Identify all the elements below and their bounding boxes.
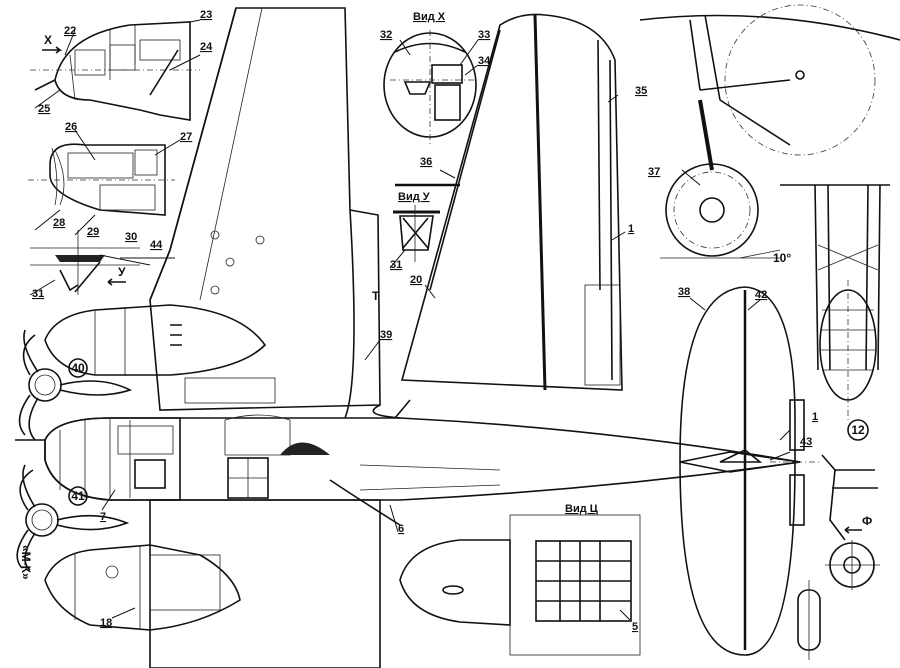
label-43: 43 bbox=[800, 436, 812, 448]
view-y-inset bbox=[393, 183, 460, 262]
angle-label: 10° bbox=[773, 251, 791, 265]
label-39: 39 bbox=[380, 329, 392, 341]
label-42: 42 bbox=[755, 289, 767, 301]
label-35: 35 bbox=[635, 85, 647, 97]
hatch-detail bbox=[30, 230, 140, 295]
label-37: 37 bbox=[648, 166, 660, 178]
propeller-upper bbox=[18, 329, 133, 441]
label-41: 41 bbox=[71, 489, 85, 503]
arrow-y-icon bbox=[107, 278, 126, 286]
tail-wheel-side bbox=[821, 454, 880, 590]
inner-wing-lower bbox=[149, 499, 381, 668]
label-7: 7 bbox=[100, 511, 106, 523]
view-x-inset bbox=[383, 30, 477, 145]
label-38: 38 bbox=[678, 286, 690, 298]
wing-root-fillet bbox=[344, 209, 401, 419]
label-31-view: 31 bbox=[390, 259, 402, 271]
label-25: 25 bbox=[38, 103, 50, 115]
engine-nacelle-upper bbox=[44, 304, 267, 376]
horizontal-tail bbox=[679, 286, 805, 656]
view-c-title: Вид Ц bbox=[565, 503, 598, 515]
propeller-lower bbox=[16, 464, 130, 571]
label-36: 36 bbox=[420, 156, 432, 168]
view-labels: X У Вид X Вид У Вид Ц Т Ф 10° «М-К» bbox=[19, 11, 872, 580]
label-27: 27 bbox=[180, 131, 192, 143]
inner-wing-upper bbox=[149, 7, 381, 411]
label-18: 18 bbox=[100, 617, 112, 629]
label-28: 28 bbox=[53, 217, 65, 229]
label-33: 33 bbox=[478, 29, 490, 41]
arrow-f-icon bbox=[844, 526, 862, 534]
section-mark-t: Т bbox=[372, 289, 380, 303]
label-22: 22 bbox=[64, 25, 76, 37]
view-c-inset bbox=[399, 514, 641, 656]
label-12: 12 bbox=[851, 423, 865, 437]
view-x-title: Вид X bbox=[413, 11, 446, 23]
callout-circle-41 bbox=[68, 486, 88, 506]
tail-wheel-front bbox=[797, 580, 821, 660]
main-gear-front bbox=[780, 184, 890, 420]
label-5: 5 bbox=[632, 621, 638, 633]
callout-circle-12 bbox=[847, 419, 869, 441]
arrow-x-icon bbox=[42, 46, 63, 54]
outer-wing-panel bbox=[400, 13, 623, 391]
label-1-wing: 1 bbox=[628, 223, 634, 235]
leader-lines bbox=[29, 19, 791, 621]
view-arrow-x: X bbox=[44, 33, 52, 47]
label-26: 26 bbox=[65, 121, 77, 133]
view-y-title: Вид У bbox=[398, 191, 430, 203]
label-6: 6 bbox=[398, 523, 404, 535]
nose-cutaway-top bbox=[28, 143, 175, 216]
label-20: 20 bbox=[410, 274, 422, 286]
label-31: 31 bbox=[32, 288, 44, 300]
label-34: 34 bbox=[478, 55, 491, 67]
part-labels: 22 23 24 25 26 27 28 29 30 44 31 32 33 3… bbox=[32, 9, 869, 633]
nose-cutaway-side bbox=[30, 21, 200, 121]
view-arrow-y: У bbox=[118, 265, 126, 279]
label-1-tail: 1 bbox=[812, 411, 818, 423]
label-40: 40 bbox=[71, 361, 85, 375]
label-32: 32 bbox=[380, 29, 392, 41]
view-arrow-f: Ф bbox=[862, 514, 872, 528]
label-23: 23 bbox=[200, 9, 212, 21]
label-44: 44 bbox=[150, 239, 163, 251]
engine-nacelle-lower bbox=[44, 544, 241, 631]
label-30: 30 bbox=[125, 231, 137, 243]
callout-circle-40 bbox=[68, 358, 88, 378]
label-29: 29 bbox=[87, 226, 99, 238]
magazine-mark: «М-К» bbox=[19, 545, 33, 580]
label-24: 24 bbox=[200, 41, 213, 53]
main-gear-side bbox=[639, 4, 900, 259]
fuselage bbox=[44, 399, 820, 526]
